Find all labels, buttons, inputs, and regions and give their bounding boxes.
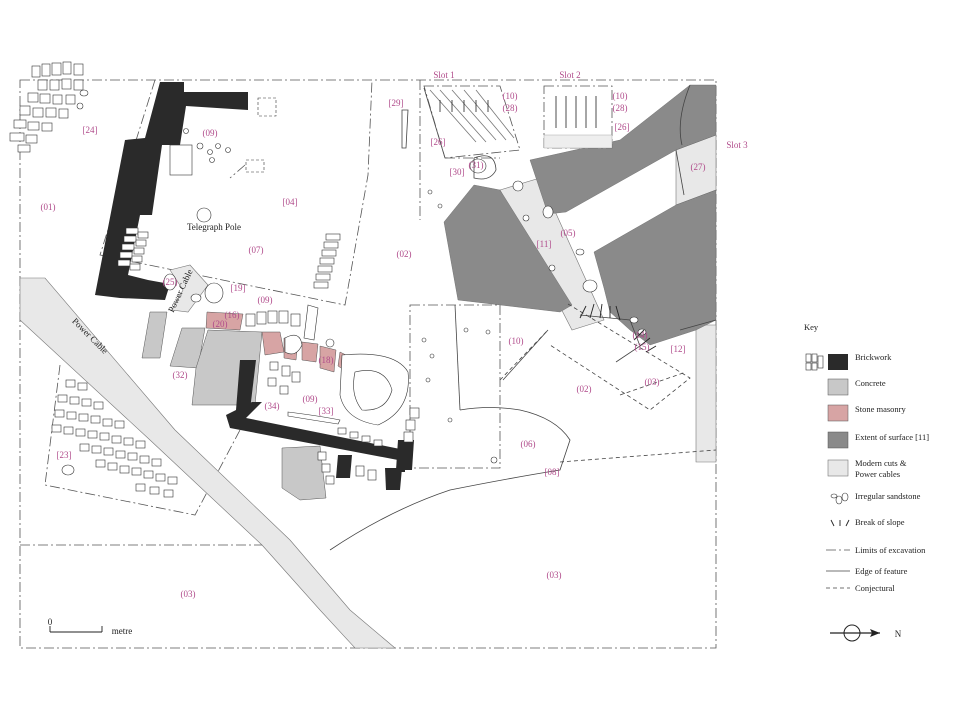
label-ctx-23: [23] [57,450,72,460]
legend-label-surface: Extent of surface [11] [855,432,929,442]
label-ctx-09c: (09) [303,394,318,404]
label-ctx-08: [08] [545,467,560,477]
break-of-slope-12 [579,303,657,353]
legend-label-masonry: Stone masonry [855,404,907,414]
legend-label-cuts-2: Power cables [855,469,900,479]
label-ctx-12: [12] [671,344,686,354]
label-ctx-20: (20) [213,319,228,329]
legend-brickwork-swatch [805,353,848,371]
label-ctx-29: [29] [389,98,404,108]
conjectural-lines [499,303,717,463]
label-ctx-14: (14) [633,330,648,340]
label-ctx-27: (27) [691,162,706,172]
label-telegraph-pole: Telegraph Pole [187,222,241,232]
stones-feature-09 [169,97,277,223]
label-ctx-09b: (09) [258,295,273,305]
legend-label-limits: Limits of excavation [855,545,926,555]
label-slot-1: Slot 1 [433,70,454,80]
sandstone-cluster-23 [51,379,178,498]
label-ctx-04: [04] [283,197,298,207]
label-ctx-02a: (02) [397,249,412,259]
legend-concrete-swatch [827,378,849,396]
label-ctx-28-slot1: (28) [503,103,518,113]
label-ctx-34: (34) [265,401,280,411]
label-ctx-09a: (09) [203,128,218,138]
label-ctx-10: (10) [509,336,524,346]
slot-1 [423,85,521,159]
label-ctx-03a: (03) [181,589,196,599]
label-ctx-26b: [26] [615,122,630,132]
scale-unit: metre [112,626,133,636]
legend-slope-swatch [830,519,850,527]
label-ctx-32: (32) [173,370,188,380]
stone-row-04 [313,233,341,289]
label-ctx-10-slot1: (10) [503,91,518,101]
label-ctx-11: [11] [537,239,552,249]
label-ctx-03b: (03) [547,570,562,580]
label-ctx-15: (15) [635,342,650,352]
legend-label-concrete: Concrete [855,378,886,388]
label-ctx-28-slot2: (28) [613,103,628,113]
label-ctx-02b: (02) [577,384,592,394]
scale-bar: 0 metre [48,617,133,636]
label-ctx-26a: [26] [431,137,446,147]
legend-label-cuts-1: Modern cuts & [855,458,907,468]
label-ctx-06: (06) [521,439,536,449]
slot-2 [543,85,613,149]
legend-title: Key [804,322,819,332]
label-ctx-31: (31) [469,160,484,170]
north-label: N [895,629,902,639]
label-ctx-30: [30] [450,167,465,177]
legend-sandstone-swatch [830,492,849,505]
legend-label-conjectural: Conjectural [855,583,895,593]
north-arrow: N [830,624,902,642]
sandstone-cluster-24 [9,61,89,153]
legend: Key Brickwork Concrete Stone masonry Ext… [804,322,929,593]
scale-zero: 0 [48,617,53,627]
label-ctx-05: (05) [561,228,576,238]
label-ctx-19: [19] [231,283,246,293]
label-ctx-18: (18) [319,355,334,365]
label-ctx-07: (07) [249,245,264,255]
legend-surface-swatch [827,431,849,449]
legend-label-slope: Break of slope [855,517,905,527]
label-ctx-03c: (03) [645,377,660,387]
stones-central [163,273,420,485]
legend-masonry-swatch [827,404,849,422]
legend-cuts-swatch [827,459,849,477]
surface-11 [443,84,717,346]
label-slot-2: Slot 2 [559,70,580,80]
legend-label-sandstone: Irregular sandstone [855,491,921,501]
label-ctx-10-slot2: (10) [613,91,628,101]
feature-edges [329,84,717,551]
label-ctx-25: (25) [163,277,178,287]
stone-row-brick-edge [117,227,149,271]
label-ctx-33: [33] [319,406,334,416]
label-ctx-24: [24] [83,125,98,135]
label-ctx-16: (16) [225,310,240,320]
legend-label-brickwork: Brickwork [855,352,892,362]
label-slot-3: Slot 3 [726,140,748,150]
label-ctx-01: (01) [41,202,56,212]
legend-label-edge: Edge of feature [855,566,908,576]
